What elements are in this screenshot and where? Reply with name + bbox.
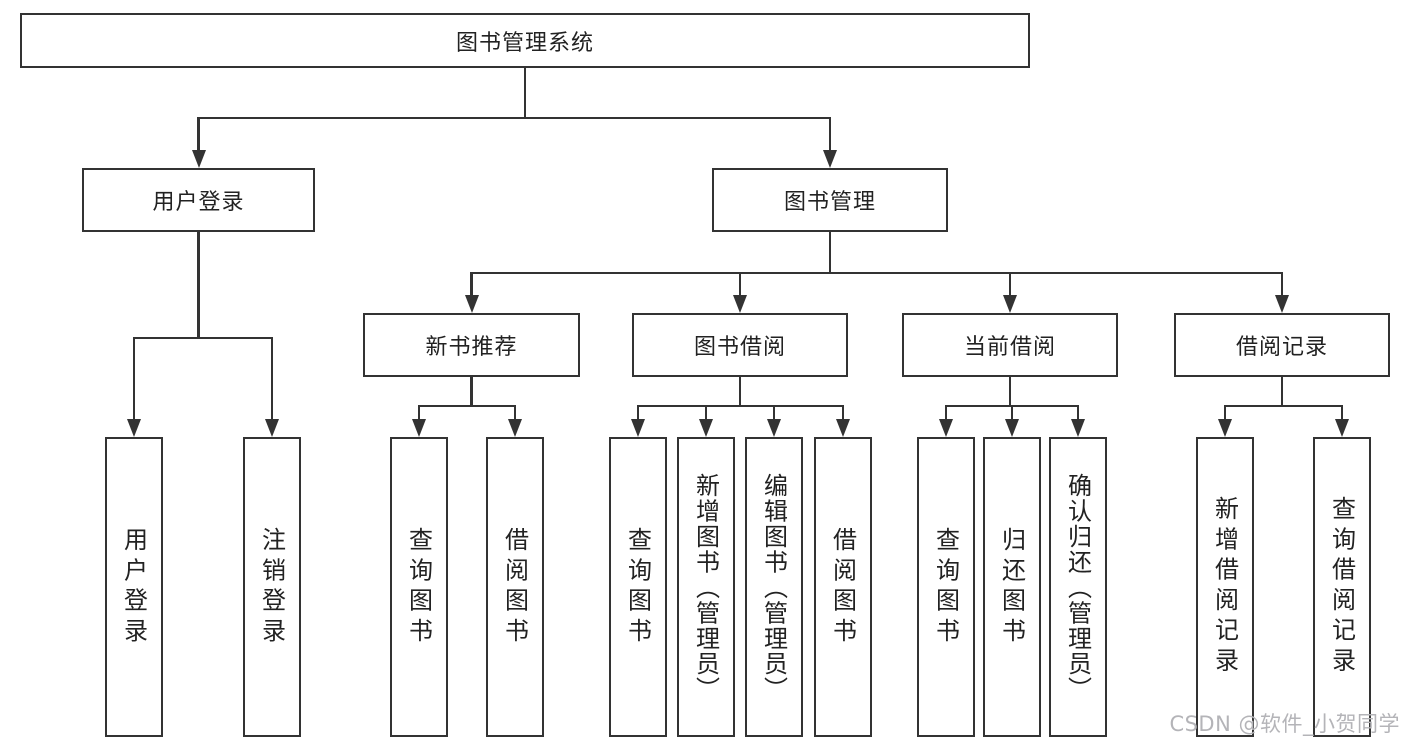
node-label: 借阅记录 <box>1235 335 1328 360</box>
node-book-borrowing: 图书借阅 <box>632 313 848 377</box>
leaf-current-confirm-admin: 确认归还（管理员） <box>1049 437 1107 737</box>
leaf-borrow-add-admin: 新增图书（管理员） <box>677 437 735 737</box>
leaf-label: 查询图书 <box>931 526 960 648</box>
arrow-down-icon <box>1005 419 1019 437</box>
arrow-down-icon <box>191 150 206 168</box>
arrow-down-icon <box>1218 419 1232 437</box>
leaf-borrow-edit-admin: 编辑图书（管理员） <box>745 437 803 737</box>
connector-line <box>704 404 708 421</box>
node-label: 图书管理系统 <box>455 30 594 56</box>
arrow-down-icon <box>1071 419 1085 437</box>
leaf-logout: 注销登录 <box>243 437 301 737</box>
connector-line <box>132 336 274 340</box>
connector-line <box>470 271 473 298</box>
connector-line <box>197 116 200 153</box>
leaf-label: 确认归还（管理员） <box>1063 472 1092 702</box>
leaf-label: 新增图书（管理员） <box>691 472 720 702</box>
node-label: 图书管理 <box>783 190 876 215</box>
connector-line <box>523 68 527 119</box>
arrow-down-icon <box>1275 295 1289 313</box>
leaf-label: 查询图书 <box>404 526 433 648</box>
connector-line <box>513 404 517 421</box>
leaf-records-query: 查询借阅记录 <box>1313 437 1371 737</box>
arrow-down-icon <box>412 419 426 437</box>
connector-line <box>636 404 640 421</box>
leaf-label: 编辑图书（管理员） <box>759 472 788 702</box>
connector-line <box>1280 271 1284 298</box>
connector-line <box>470 377 473 407</box>
leaf-label: 用户登录 <box>119 526 148 648</box>
connector-line <box>417 404 421 421</box>
connector-line <box>1008 377 1012 407</box>
leaf-newbooks-borrow: 借阅图书 <box>486 437 544 737</box>
leaf-current-query: 查询图书 <box>917 437 975 737</box>
node-label: 当前借阅 <box>963 335 1056 360</box>
leaf-label: 注销登录 <box>257 526 286 648</box>
leaf-borrow-borrow: 借阅图书 <box>814 437 872 737</box>
node-root-library-system: 图书管理系统 <box>20 13 1030 68</box>
arrow-down-icon <box>939 419 953 437</box>
connector-line <box>772 404 776 421</box>
connector-line <box>197 116 831 120</box>
node-label: 图书借阅 <box>693 335 786 360</box>
connector-line <box>1076 404 1080 421</box>
leaf-label: 新增借阅记录 <box>1210 496 1239 678</box>
leaf-records-add: 新增借阅记录 <box>1196 437 1254 737</box>
leaf-current-return: 归还图书 <box>983 437 1041 737</box>
connector-line <box>828 116 832 153</box>
node-label: 用户登录 <box>152 190 245 215</box>
arrow-down-icon <box>631 419 645 437</box>
connector-line <box>417 404 517 408</box>
arrow-down-icon <box>733 295 747 313</box>
connector-line <box>828 232 832 274</box>
node-borrowing-records: 借阅记录 <box>1174 313 1390 377</box>
connector-line <box>738 271 742 298</box>
arrow-down-icon <box>508 419 522 437</box>
connector-line <box>944 404 948 421</box>
arrow-down-icon <box>1003 295 1017 313</box>
arrow-down-icon <box>823 150 837 168</box>
arrow-down-icon <box>464 295 479 313</box>
connector-line <box>738 377 742 407</box>
connector-line <box>1280 377 1284 407</box>
arrow-down-icon <box>1335 419 1349 437</box>
leaf-borrow-query: 查询图书 <box>609 437 667 737</box>
node-current-borrowing: 当前借阅 <box>902 313 1118 377</box>
connector-line <box>1340 404 1344 421</box>
node-user-login: 用户登录 <box>82 168 315 232</box>
node-new-book-recommend: 新书推荐 <box>363 313 580 377</box>
arrow-down-icon <box>699 419 713 437</box>
connector-line <box>841 404 845 421</box>
csdn-watermark: CSDN @软件_小贺同学 <box>1169 712 1400 736</box>
connector-line <box>270 336 274 422</box>
leaf-label: 借阅图书 <box>828 526 857 648</box>
leaf-label: 查询图书 <box>623 526 652 648</box>
connector-line <box>197 232 200 338</box>
arrow-down-icon <box>836 419 850 437</box>
connector-line <box>470 271 1284 275</box>
leaf-label: 查询借阅记录 <box>1327 496 1356 678</box>
leaf-label: 归还图书 <box>997 526 1026 648</box>
connector-line <box>636 404 845 408</box>
node-label: 新书推荐 <box>425 335 518 360</box>
arrow-down-icon <box>127 419 141 437</box>
arrow-down-icon <box>767 419 781 437</box>
leaf-label: 借阅图书 <box>500 526 529 648</box>
leaf-user-login: 用户登录 <box>105 437 163 737</box>
connector-line <box>1008 271 1012 298</box>
leaf-newbooks-query: 查询图书 <box>390 437 448 737</box>
node-book-management: 图书管理 <box>712 168 948 232</box>
connector-line <box>1010 404 1014 421</box>
connector-line <box>1223 404 1344 408</box>
connector-line <box>1223 404 1227 421</box>
arrow-down-icon <box>265 419 279 437</box>
connector-line <box>132 336 136 422</box>
